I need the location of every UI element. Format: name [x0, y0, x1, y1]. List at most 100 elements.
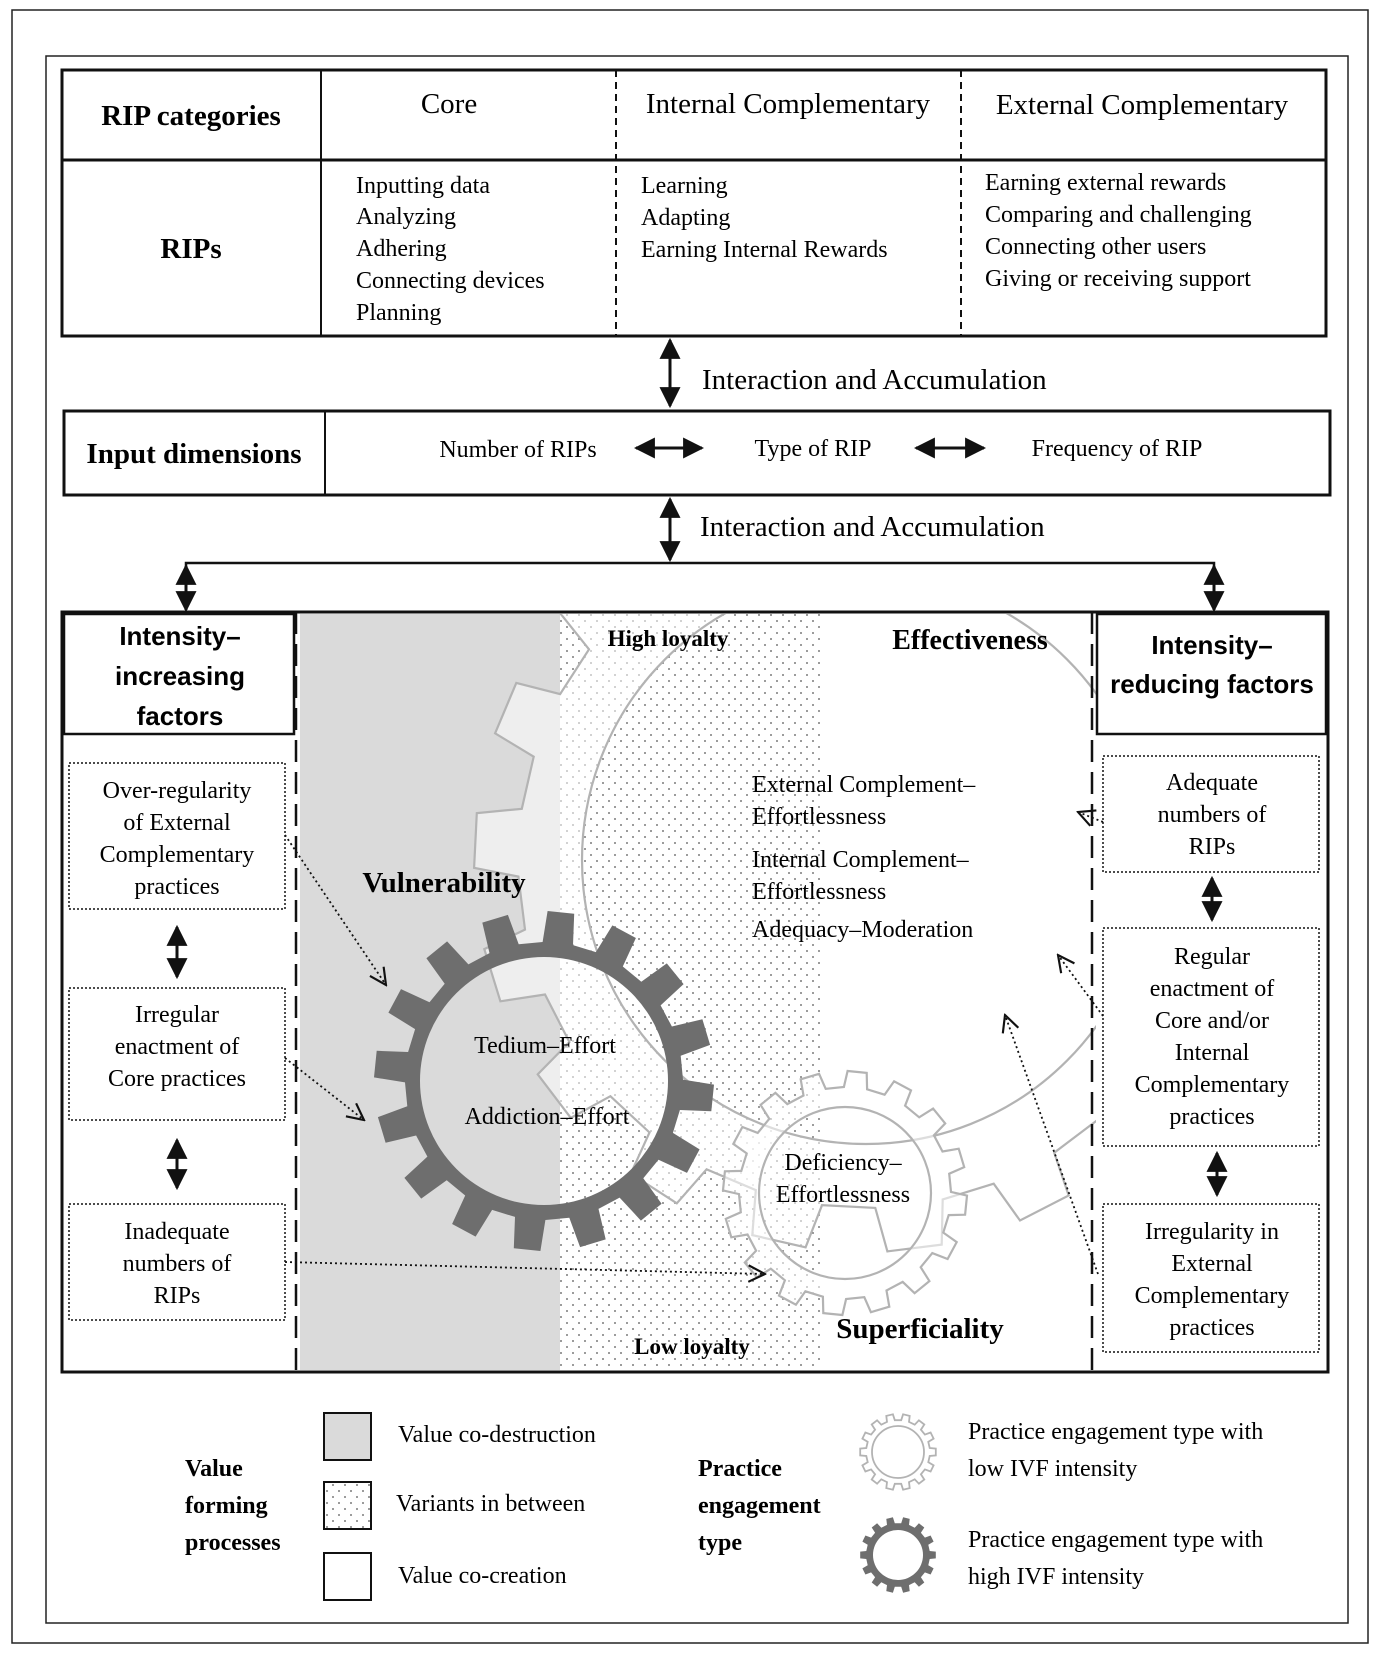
list-item: Inputting data: [356, 173, 490, 199]
legend-swatch-destruction: [323, 1412, 372, 1461]
legend-label: low IVF intensity: [968, 1456, 1137, 1482]
right-factor-boxes: Adequate numbers of RIPs Regular enactme…: [1102, 755, 1320, 1353]
interaction-label-2: Interaction and Accumulation: [700, 511, 1045, 543]
vulnerability-label: Vulnerability: [362, 867, 526, 899]
legend-title-line: forming: [185, 1493, 268, 1519]
legend-label: Practice engagement type with: [968, 1419, 1263, 1445]
list-item: Connecting other users: [985, 234, 1206, 260]
intensity-reducing-title: Intensity– reducing factors: [1110, 630, 1314, 699]
title-line: Intensity–: [1151, 630, 1272, 660]
list-item: Analyzing: [356, 204, 456, 230]
column-title-internal-complementary: Internal Complementary: [646, 88, 931, 120]
factor-box: [1102, 1203, 1320, 1353]
factor-text: Adequate: [1166, 770, 1258, 796]
list-item: Learning: [641, 173, 728, 199]
influence-arrow: [284, 1057, 364, 1120]
factor-text: Core practices: [108, 1066, 246, 1092]
factor-text: Irregular: [135, 1002, 219, 1028]
factor-text: Internal: [1175, 1040, 1250, 1066]
list-item: Planning: [356, 300, 441, 326]
legend-title-line: Value: [185, 1456, 243, 1482]
superficiality-gear-labels: Deficiency– Effortlessness: [776, 1150, 910, 1208]
legend-label: Value co-destruction: [398, 1422, 596, 1448]
factor-text: of External: [123, 810, 231, 836]
internal-items: Learning Adapting Earning Internal Rewar…: [641, 173, 888, 263]
input-dimension-frequency: Frequency of RIP: [1032, 436, 1203, 462]
rip-categories-table: RIP categories RIPs Core Internal Comple…: [60, 68, 1328, 338]
list-item: Earning external rewards: [985, 170, 1226, 196]
column-title-core: Core: [421, 88, 477, 120]
factor-text: Complementary: [1135, 1072, 1290, 1098]
outer-frame: [11, 9, 1369, 1644]
main-panel: Intensity– increasing factors Intensity–…: [60, 610, 1330, 1374]
value-forming-title: Value forming processes: [185, 1456, 281, 1556]
left-factor-boxes: Over-regularity of External Complementar…: [68, 762, 286, 1321]
gear-label: Adequacy–Moderation: [752, 917, 973, 943]
legend-title-line: type: [698, 1530, 742, 1556]
effectiveness-gear: [472, 614, 1096, 1253]
branch-line: [184, 561, 1216, 568]
superficiality-gear: [721, 1069, 969, 1317]
gear-label: Addiction–Effort: [465, 1104, 630, 1130]
gear-label: Tedium–Effort: [474, 1033, 616, 1059]
factor-text: numbers of: [1158, 802, 1267, 828]
legend-title-line: processes: [185, 1530, 281, 1556]
engagement-title: Practice engagement type: [698, 1456, 821, 1556]
title-line: reducing factors: [1110, 669, 1314, 699]
title-line: Intensity–: [119, 621, 240, 651]
factor-text: Over-regularity: [103, 778, 252, 804]
influence-arrow: [1078, 812, 1104, 822]
legend-swatch-between: [323, 1481, 372, 1530]
list-item: Giving or receiving support: [985, 266, 1251, 292]
input-dimension-number: Number of RIPs: [439, 437, 596, 463]
input-dimensions-row: Input dimensions Number of RIPs Type of …: [62, 409, 1332, 497]
intensity-increasing-title: Intensity– increasing factors: [115, 621, 245, 731]
legend-title-line: engagement: [698, 1493, 821, 1519]
legend-label: Value co-creation: [398, 1563, 567, 1589]
factor-text: numbers of: [123, 1251, 232, 1277]
factor-text: enactment of: [115, 1034, 240, 1060]
rip-categories-label: RIP categories: [101, 100, 281, 132]
title-line: increasing: [115, 661, 245, 691]
list-item: Comparing and challenging: [985, 202, 1252, 228]
effectiveness-gear-labels: External Complement– Effortlessness Inte…: [752, 772, 976, 943]
rips-row-label: RIPs: [160, 233, 221, 265]
influence-arrow: [284, 834, 386, 985]
influence-arrow: [1005, 1015, 1099, 1275]
factor-text: practices: [134, 874, 219, 900]
influence-arrows: [284, 812, 1104, 1275]
legend-label: high IVF intensity: [968, 1564, 1144, 1590]
gear-label: Internal Complement–: [752, 847, 970, 873]
factor-text: Regular: [1174, 944, 1250, 970]
factor-text: Inadequate: [124, 1219, 229, 1245]
factor-text: Core and/or: [1155, 1008, 1269, 1034]
legend: Value forming processes Value co-destruc…: [185, 1412, 1263, 1601]
core-items: Inputting data Analyzing Adhering Connec…: [356, 173, 545, 326]
influence-arrow: [1058, 955, 1104, 1017]
legend-label: Variants in between: [396, 1491, 585, 1517]
factor-text: External: [1171, 1251, 1253, 1277]
factor-box: [68, 987, 286, 1121]
legend-label: Practice engagement type with: [968, 1527, 1263, 1553]
low-loyalty-label: Low loyalty: [634, 1334, 750, 1359]
input-dimension-type: Type of RIP: [755, 436, 872, 462]
factor-text: enactment of: [1150, 976, 1275, 1002]
factor-box: [1102, 927, 1320, 1147]
title-line: factors: [137, 701, 224, 731]
legend-title-line: Practice: [698, 1456, 782, 1482]
factor-text: Complementary: [100, 842, 255, 868]
factor-text: Complementary: [1135, 1283, 1290, 1309]
gear-label: Effortlessness: [752, 804, 886, 830]
gear-label: Effortlessness: [752, 879, 886, 905]
factor-text: practices: [1169, 1315, 1254, 1341]
factor-text: practices: [1169, 1104, 1254, 1130]
list-item: Adhering: [356, 236, 447, 262]
factor-text: RIPs: [1189, 834, 1236, 860]
external-items: Earning external rewards Comparing and c…: [985, 170, 1252, 292]
list-item: Adapting: [641, 205, 730, 231]
list-item: Connecting devices: [356, 268, 545, 294]
superficiality-label: Superficiality: [836, 1313, 1004, 1345]
factor-text: RIPs: [154, 1283, 201, 1309]
influence-arrow: [284, 1261, 765, 1274]
